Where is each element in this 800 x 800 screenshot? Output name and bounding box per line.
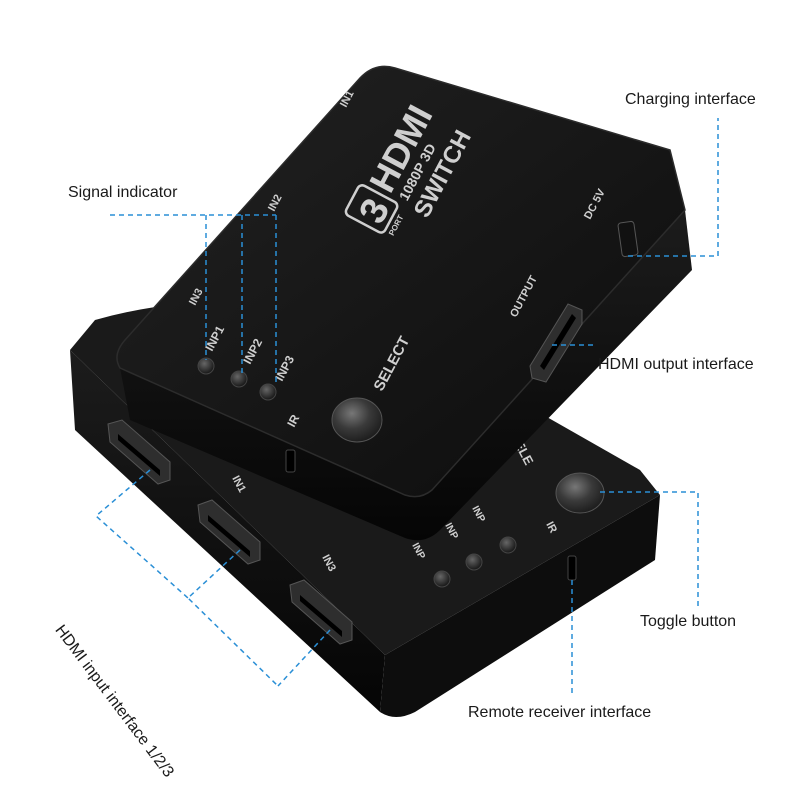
bottom-hdmi-port-2 <box>197 499 261 565</box>
leader-input-1 <box>94 469 189 599</box>
top-led-3 <box>259 383 277 401</box>
bottom-hdmi-port-3 <box>289 579 353 645</box>
leader-charging <box>628 118 719 257</box>
leader-input-3 <box>277 629 331 687</box>
top-led-1 <box>197 357 215 375</box>
callout-signal-indicator: Signal indicator <box>68 184 178 201</box>
bottom-hdmi-port-1 <box>107 419 171 485</box>
bottom-select-button[interactable] <box>555 472 605 514</box>
bottom-led-1 <box>499 536 517 554</box>
bottom-led-2 <box>465 553 483 571</box>
callout-charging-interface: Charging interface <box>625 91 756 108</box>
top-device: 3 PORT HDMI 1080P 3D SWITCH IN1 IN2 IN3 … <box>116 65 692 541</box>
bottom-ir-window <box>567 555 577 581</box>
top-hdmi-output-port <box>529 303 583 383</box>
leader-lines <box>94 118 719 694</box>
leader-input-2 <box>186 549 279 687</box>
callout-hdmi-output-interface: HDMI output interface <box>598 356 754 373</box>
top-led-2 <box>230 370 248 388</box>
leader-toggle <box>600 491 699 606</box>
callout-toggle-button: Toggle button <box>640 613 737 630</box>
callout-remote-receiver-interface: Remote receiver interface <box>468 704 652 721</box>
bottom-ir-label: IR <box>543 520 559 535</box>
top-ir-window <box>285 449 296 473</box>
bottom-led-3 <box>433 570 451 588</box>
top-select-button[interactable] <box>331 397 383 443</box>
